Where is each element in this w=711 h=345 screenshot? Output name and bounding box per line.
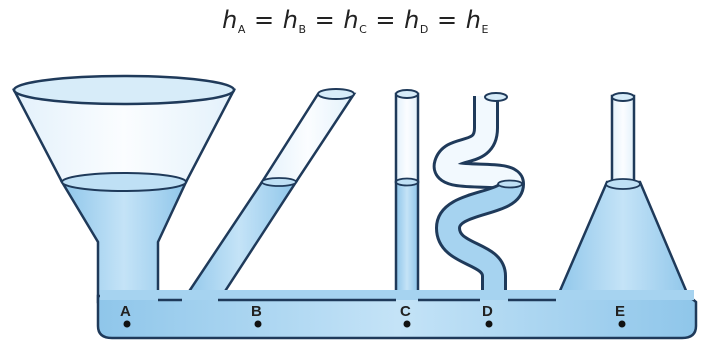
formula-term-d: hD — [404, 6, 429, 36]
point-label-b: B — [251, 303, 262, 320]
base-pipe-top-fill — [100, 290, 694, 300]
curvy-tube-glass-inner — [435, 96, 522, 191]
funnel-rim — [12, 74, 236, 106]
point-marker-c — [403, 320, 411, 328]
slanted-tube-rim — [317, 88, 355, 100]
straight-tube-surface — [395, 177, 419, 187]
flask-rim — [611, 92, 635, 102]
straight-tube-rim — [395, 89, 419, 99]
point-marker-d — [485, 320, 493, 328]
slanted-tube-surface — [261, 177, 297, 187]
flask-neck-glass — [610, 94, 636, 184]
formula-term-c: hC — [343, 6, 368, 36]
base-pipe — [96, 294, 698, 340]
slanted-tube-glass — [259, 92, 357, 184]
straight-tube-glass — [394, 92, 420, 184]
flask-surface — [605, 178, 641, 190]
funnel-surface — [61, 172, 187, 192]
point-label-e: E — [615, 303, 625, 320]
formula-term-a: hA — [222, 6, 246, 36]
point-label-a: A — [120, 303, 131, 320]
point-label-d: D — [482, 303, 493, 320]
curvy-tube-water — [437, 181, 522, 306]
point-marker-b — [254, 320, 262, 328]
straight-tube-water — [394, 180, 420, 308]
curvy-tube-rim — [484, 92, 508, 102]
slanted-tube-water — [179, 180, 299, 304]
point-marker-e — [618, 320, 626, 328]
funnel-water — [59, 180, 188, 304]
flask-water — [554, 180, 692, 302]
equal-height-formula: hA = hB = hC = hD = hE — [222, 6, 489, 36]
formula-term-e: hE — [465, 6, 489, 36]
formula-term-b: hB — [282, 6, 307, 36]
point-label-c: C — [400, 303, 411, 320]
curvy-tube-surface — [497, 179, 523, 189]
point-marker-a — [123, 320, 131, 328]
